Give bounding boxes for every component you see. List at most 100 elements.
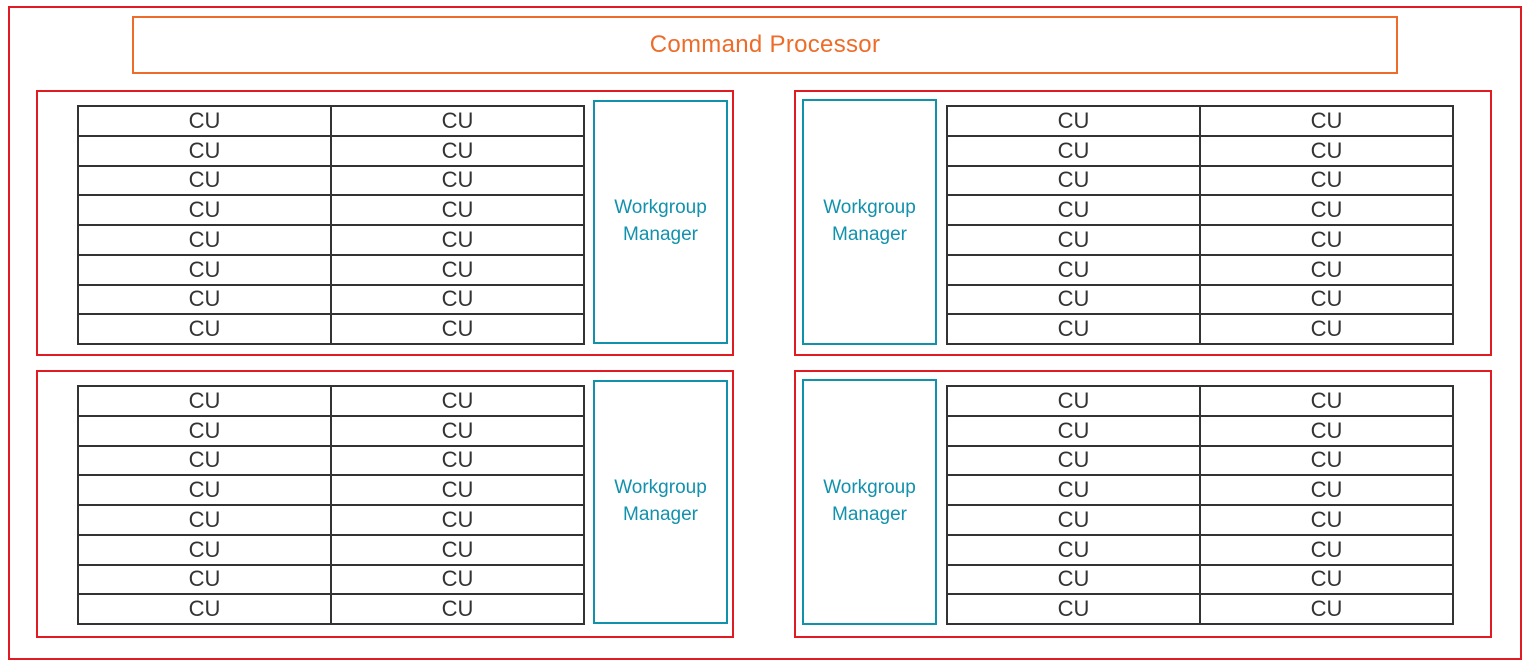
- cu-cell: CU: [1199, 283, 1454, 316]
- cu-cell: CU: [330, 313, 585, 345]
- cu-cell: CU: [330, 504, 585, 536]
- cu-cell: CU: [330, 224, 585, 256]
- cu-cell: CU: [1199, 194, 1454, 226]
- command-processor-box: Command Processor: [132, 16, 1398, 74]
- cu-cell: CU: [946, 105, 1201, 137]
- cu-cell: CU: [946, 283, 1201, 316]
- cu-cell: CU: [1199, 253, 1454, 286]
- workgroup-manager-box: Workgroup Manager: [802, 99, 937, 345]
- command-processor-label: Command Processor: [649, 31, 881, 58]
- cu-cell: CU: [77, 414, 332, 447]
- cu-cell: CU: [77, 474, 332, 506]
- cu-cell: CU: [946, 194, 1201, 226]
- workgroup-manager-label: Workgroup Manager: [823, 477, 916, 525]
- cu-cell: CU: [330, 105, 585, 137]
- cu-cell: CU: [77, 224, 332, 256]
- cu-cell: CU: [77, 533, 332, 566]
- cu-cell: CU: [946, 134, 1201, 167]
- cu-cell: CU: [946, 444, 1201, 477]
- cu-cell: CU: [1199, 164, 1454, 197]
- cu-cell: CU: [330, 164, 585, 197]
- cu-cell: CU: [330, 283, 585, 316]
- cu-cell: CU: [330, 474, 585, 506]
- cu-cell: CU: [946, 224, 1201, 256]
- cu-cell: CU: [77, 504, 332, 536]
- cu-cell: CU: [1199, 134, 1454, 167]
- cu-cell: CU: [946, 253, 1201, 286]
- cu-cell: CU: [330, 563, 585, 596]
- cu-cell: CU: [1199, 504, 1454, 536]
- workgroup-manager-box: Workgroup Manager: [593, 100, 728, 344]
- cu-cell: CU: [77, 563, 332, 596]
- cu-cell: CU: [77, 194, 332, 226]
- cu-cell: CU: [1199, 313, 1454, 345]
- cu-cell: CU: [77, 134, 332, 167]
- cu-cell: CU: [946, 504, 1201, 536]
- cu-cell: CU: [1199, 444, 1454, 477]
- workgroup-manager-box: Workgroup Manager: [802, 379, 937, 625]
- cu-cell: CU: [330, 134, 585, 167]
- cu-cell: CU: [77, 313, 332, 345]
- cu-cell: CU: [946, 313, 1201, 345]
- cu-cell: CU: [946, 474, 1201, 506]
- workgroup-manager-label: Workgroup Manager: [614, 197, 707, 245]
- cu-cell: CU: [77, 283, 332, 316]
- cu-cell: CU: [946, 533, 1201, 566]
- cu-cell: CU: [1199, 533, 1454, 566]
- cu-cell: CU: [1199, 474, 1454, 506]
- cu-cell: CU: [77, 164, 332, 197]
- cu-cell: CU: [77, 385, 332, 417]
- cu-cell: CU: [77, 444, 332, 477]
- cu-cell: CU: [77, 253, 332, 286]
- cu-cell: CU: [330, 194, 585, 226]
- cu-cell: CU: [330, 253, 585, 286]
- gpu-outline-box: [8, 6, 1522, 660]
- workgroup-manager-box: Workgroup Manager: [593, 380, 728, 624]
- workgroup-manager-label: Workgroup Manager: [823, 197, 916, 245]
- cu-cell: CU: [946, 593, 1201, 625]
- cu-cell: CU: [946, 563, 1201, 596]
- cu-cell: CU: [330, 414, 585, 447]
- workgroup-manager-label: Workgroup Manager: [614, 477, 707, 525]
- cu-cell: CU: [1199, 563, 1454, 596]
- cu-cell: CU: [1199, 414, 1454, 447]
